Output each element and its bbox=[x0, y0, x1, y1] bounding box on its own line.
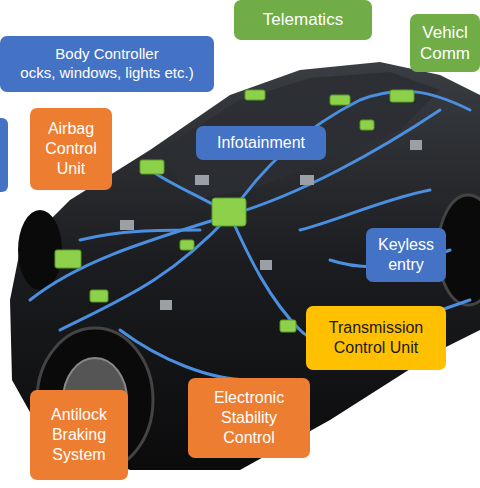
keyless-box: Keyless entry bbox=[366, 228, 446, 282]
label-text: Telematics bbox=[263, 9, 343, 30]
label-text: Body Controller bbox=[55, 45, 158, 64]
wiring bbox=[30, 91, 470, 380]
label-text: Keyless entry bbox=[372, 235, 440, 275]
label-text: Vehicl Comm bbox=[416, 22, 474, 65]
label-text: Infotainment bbox=[217, 133, 305, 153]
car-body bbox=[10, 62, 480, 470]
label-text: Electronic Stability Control bbox=[194, 388, 304, 448]
connector-block bbox=[120, 140, 422, 310]
edge-box bbox=[0, 118, 8, 192]
abs-box: Antilock Braking System bbox=[30, 390, 128, 480]
transmission-box: Transmission Control Unit bbox=[306, 306, 446, 370]
label-text: ocks, windows, lights etc.) bbox=[20, 64, 193, 83]
label-text: Airbag Control Unit bbox=[36, 119, 106, 179]
airbag-box: Airbag Control Unit bbox=[30, 108, 112, 190]
communication-box: Vehicl Comm bbox=[410, 14, 480, 72]
label-text: Transmission Control Unit bbox=[312, 318, 440, 358]
infotainment-box: Infotainment bbox=[196, 126, 326, 160]
body-controller-box: Body Controllerocks, windows, lights etc… bbox=[0, 36, 214, 92]
stability-box: Electronic Stability Control bbox=[188, 378, 310, 458]
label-text: Antilock Braking System bbox=[36, 405, 122, 465]
telematics-box: Telematics bbox=[234, 0, 372, 40]
